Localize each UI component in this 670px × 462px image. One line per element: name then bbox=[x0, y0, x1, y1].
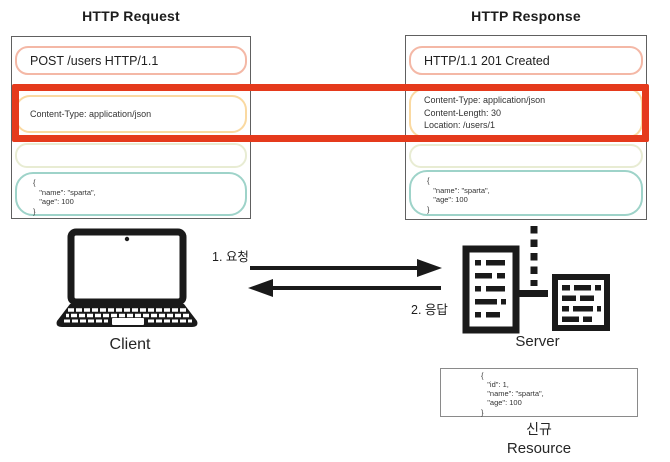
touchpad bbox=[112, 318, 144, 325]
request-empty-box bbox=[15, 143, 247, 168]
response-header-line: Content-Type: application/json bbox=[424, 95, 546, 106]
request-panel-title: HTTP Request bbox=[82, 8, 180, 24]
resource-label-line1: 신규 bbox=[526, 421, 552, 437]
webcam-dot bbox=[124, 236, 130, 242]
response-arrow-icon bbox=[248, 279, 441, 297]
request-status-line: POST /users HTTP/1.1 bbox=[15, 46, 247, 75]
request-arrow-icon bbox=[250, 259, 442, 277]
request-body-box: { "name": "sparta", "age": 100 } bbox=[15, 172, 247, 216]
laptop-icon bbox=[56, 228, 198, 327]
response-body-json: { "name": "sparta", "age": 100 } bbox=[427, 176, 490, 214]
response-panel-title: HTTP Response bbox=[471, 8, 581, 24]
response-header-line: Location: /users/1 bbox=[424, 120, 496, 131]
resource-label-line2: Resource bbox=[506, 440, 572, 457]
response-arrow-label: 2. 응답 bbox=[411, 303, 448, 317]
server-racks-icon bbox=[462, 226, 610, 334]
resource-box: { "id": 1, "name": "sparta", "age": 100 … bbox=[440, 368, 638, 417]
response-panel: HTTP/1.1 201 Created Content-Type: appli… bbox=[405, 35, 647, 220]
request-header-line: Content-Type: application/json bbox=[30, 108, 152, 119]
server-rack-right bbox=[552, 274, 610, 331]
response-empty-box bbox=[409, 144, 643, 168]
request-body-json: { "name": "sparta", "age": 100 } bbox=[33, 178, 96, 216]
resource-body-json: { "id": 1, "name": "sparta", "age": 100 … bbox=[481, 371, 544, 417]
request-panel: POST /users HTTP/1.1 Content-Type: appli… bbox=[11, 36, 251, 219]
request-headers-box: Content-Type: application/json bbox=[15, 95, 247, 133]
server-rack-left bbox=[462, 245, 520, 334]
request-response-arrows bbox=[248, 259, 442, 297]
response-header-line: Content-Length: 30 bbox=[424, 107, 502, 118]
response-headers-box: Content-Type: application/json Content-L… bbox=[409, 88, 643, 138]
server-label: Server bbox=[515, 333, 560, 350]
response-status-line: HTTP/1.1 201 Created bbox=[409, 46, 643, 75]
resource-label: 신규 Resource bbox=[440, 420, 638, 458]
response-body-box: { "name": "sparta", "age": 100 } bbox=[409, 170, 643, 216]
client-label: Client bbox=[109, 336, 151, 353]
request-arrow-label: 1. 요청 bbox=[212, 250, 249, 264]
